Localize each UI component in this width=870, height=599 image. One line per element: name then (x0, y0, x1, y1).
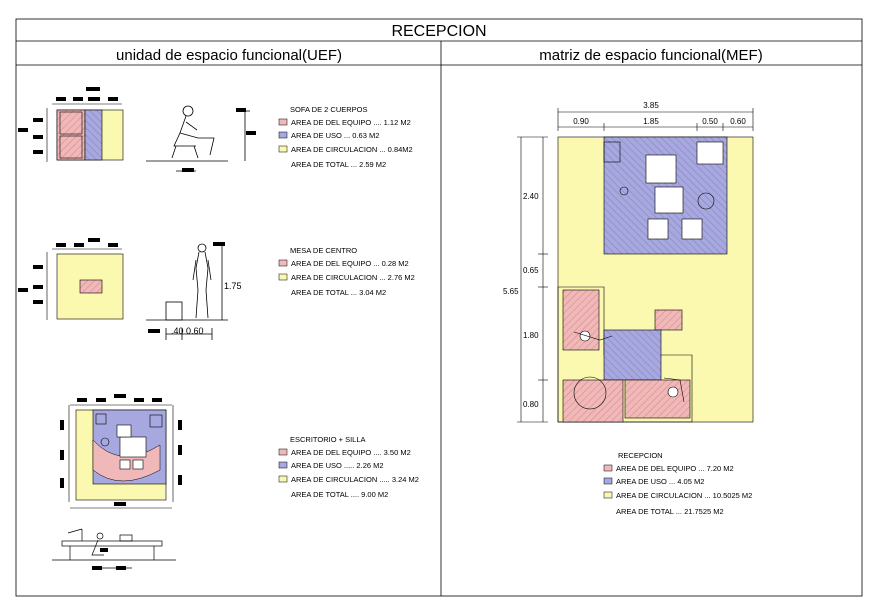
mesa-width-dim-a: .40 (171, 326, 184, 336)
legend-swatch-uso (278, 131, 288, 139)
mesa-plan (18, 238, 124, 320)
legend-swatch-circulacion (278, 145, 288, 153)
matrix-left-dim-1: 2.40 (523, 192, 539, 201)
mesa-legend-equipo: AREA DE DEL EQUIPO ... 0.28 M2 (291, 259, 409, 268)
matrix-top-dim-2: 1.85 (643, 117, 659, 126)
escritorio-elevation (52, 528, 176, 569)
mesa-dim-ticks (148, 242, 225, 333)
sofa-legend-circulacion: AREA DE CIRCULACION ... 0.84M2 (291, 145, 413, 154)
escritorio-legend: ESCRITORIO + SILLA AREA DE DEL EQUIPO ..… (278, 435, 419, 499)
matrix-dim-labels: 3.85 0.90 1.85 0.50 0.60 2.40 0.65 5.65 … (503, 101, 746, 409)
sofa-legend-equipo: AREA DE DEL EQUIPO .... 1.12 M2 (291, 118, 411, 127)
escritorio-title: ESCRITORIO + SILLA (290, 435, 366, 444)
mesa-width-dim-b: 0.60 (186, 326, 204, 336)
sheet-title: RECEPCION (391, 23, 486, 40)
escritorio-legend-circulacion: AREA DE CIRCULACION ..... 3.24 M2 (291, 475, 419, 484)
mesa-legend: MESA DE CENTRO AREA DE DEL EQUIPO ... 0.… (278, 246, 415, 297)
legend-swatch-equipo (603, 464, 613, 472)
escritorio-total: AREA DE TOTAL .... 9.00 M2 (291, 490, 388, 499)
escritorio-plan (60, 394, 182, 509)
sofa-legend: SOFA DE 2 CUERPOS AREA DE DEL EQUIPO ...… (278, 105, 413, 169)
matrix-left-dim-3: 1.80 (523, 331, 539, 340)
legend-swatch-uso (603, 477, 613, 485)
escritorio-legend-uso: AREA DE USO ..... 2.26 M2 (291, 461, 384, 470)
legend-swatch-circulacion (278, 475, 288, 483)
matrix-total-width: 3.85 (643, 101, 659, 110)
matrix-top-dim-1: 0.90 (573, 117, 589, 126)
mesa-legend-circulacion: AREA DE CIRCULACION ... 2.76 M2 (291, 273, 415, 282)
uef-header: unidad de espacio funcional(UEF) (116, 47, 342, 64)
escritorio-dim-ticks (92, 548, 126, 570)
mesa-elevation (146, 243, 228, 340)
sofa-total: AREA DE TOTAL ... 2.59 M2 (291, 160, 386, 169)
sheet-frame (15, 18, 863, 597)
recepcion-legend-equipo: AREA DE DEL EQUIPO ... 7.20 M2 (616, 464, 734, 473)
mesa-height-dim: 1.75 (224, 281, 242, 291)
recepcion-legend: RECEPCION AREA DE DEL EQUIPO ... 7.20 M2… (603, 451, 752, 516)
legend-swatch-equipo (278, 118, 288, 126)
matrix-plan (557, 136, 754, 423)
recepcion-total: AREA DE TOTAL ... 21.7525 M2 (616, 507, 724, 516)
sofa-legend-uso: AREA DE USO ... 0.63 M2 (291, 131, 379, 140)
legend-swatch-equipo (278, 448, 288, 456)
sofa-dim-ticks (182, 108, 256, 172)
recepcion-legend-uso: AREA DE USO ... 4.05 M2 (616, 477, 704, 486)
legend-swatch-equipo (278, 259, 288, 267)
sofa-elevation (146, 105, 250, 172)
matrix-left-dim-4: 0.80 (523, 400, 539, 409)
matrix-total-height: 5.65 (503, 287, 519, 296)
matrix-left-dim-2: 0.65 (523, 266, 539, 275)
recepcion-title: RECEPCION (618, 451, 663, 460)
legend-swatch-uso (278, 461, 288, 469)
escritorio-legend-equipo: AREA DE DEL EQUIPO .... 3.50 M2 (291, 448, 411, 457)
matrix-dimensions (517, 108, 754, 423)
mesa-total: AREA DE TOTAL ... 3.04 M2 (291, 288, 386, 297)
mesa-title: MESA DE CENTRO (290, 246, 357, 255)
sofa-title: SOFA DE 2 CUERPOS (290, 105, 368, 114)
legend-swatch-circulacion (603, 491, 613, 499)
sofa-plan (18, 87, 124, 162)
mef-header: matriz de espacio funcional(MEF) (539, 47, 762, 64)
recepcion-legend-circulacion: AREA DE CIRCULACION ... 10.5025 M2 (616, 491, 752, 500)
legend-swatch-circulacion (278, 273, 288, 281)
matrix-top-dim-3: 0.50 (702, 117, 718, 126)
matrix-top-dim-4: 0.60 (730, 117, 746, 126)
